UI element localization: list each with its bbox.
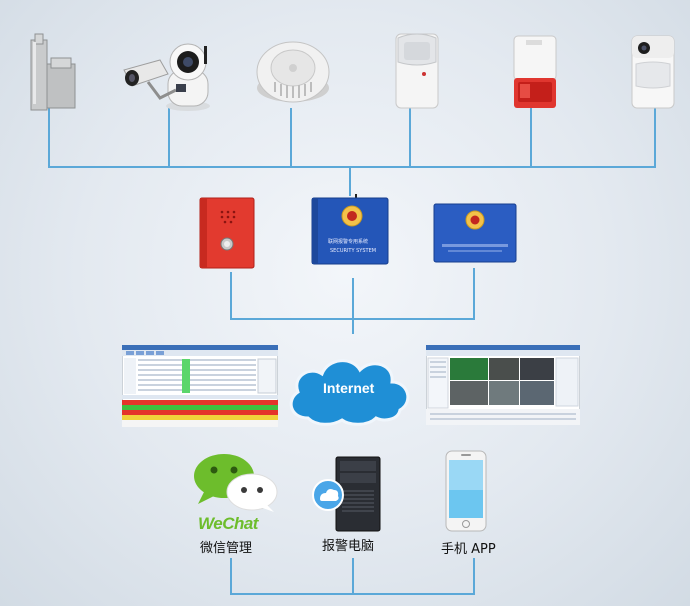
client-drop-1 [230,558,232,594]
sensor-drop-5 [530,108,532,168]
sensor-drop-6 [654,108,656,168]
mobile-app-label: 手机 APP [441,542,496,557]
top-bus-line [48,166,656,168]
wechat-logo-text: WeChat [198,514,258,533]
panel-label-en: SECURITY SYSTEM [330,248,377,254]
sensor-drop-1 [48,108,50,168]
alarm-pc-label: 报警电脑 [322,539,375,554]
panel-drop-3 [473,268,475,319]
panel-label-cn: 联网报警专用系统 [328,239,369,245]
mid-bus-line [230,318,475,320]
monitoring-software-icon[interactable] [122,345,278,427]
pir-detector-icon [395,33,439,109]
emergency-button-icon [199,197,255,269]
desktop-pc-icon[interactable] [310,455,384,533]
bus-to-panel [349,166,351,196]
police-alarm-panel-icon: 联网报警专用系统 SECURITY SYSTEM [310,194,390,266]
ip-camera-icon [123,43,210,111]
sensor-drop-2 [168,108,170,168]
wechat-icon[interactable] [190,452,282,514]
strobe-siren-icon [513,35,557,108]
video-software-icon[interactable] [426,345,580,425]
alarm-host-icon [433,203,517,263]
camera-pir-icon [631,35,675,109]
client-drop-3 [473,558,475,594]
sensor-drop-3 [290,108,292,168]
door-magnet-icon [30,33,76,111]
internet-label: Internet [323,380,375,396]
bottom-bus-line [230,593,475,595]
smartphone-icon[interactable] [445,450,487,532]
sensor-drop-4 [409,108,411,168]
panel-drop-1 [230,272,232,319]
wechat-management-label: 微信管理 [200,541,253,556]
cloud-icon [289,359,410,426]
panel-drop-2 [352,278,354,334]
client-drop-2 [352,558,354,594]
smoke-detector-icon [256,41,330,103]
